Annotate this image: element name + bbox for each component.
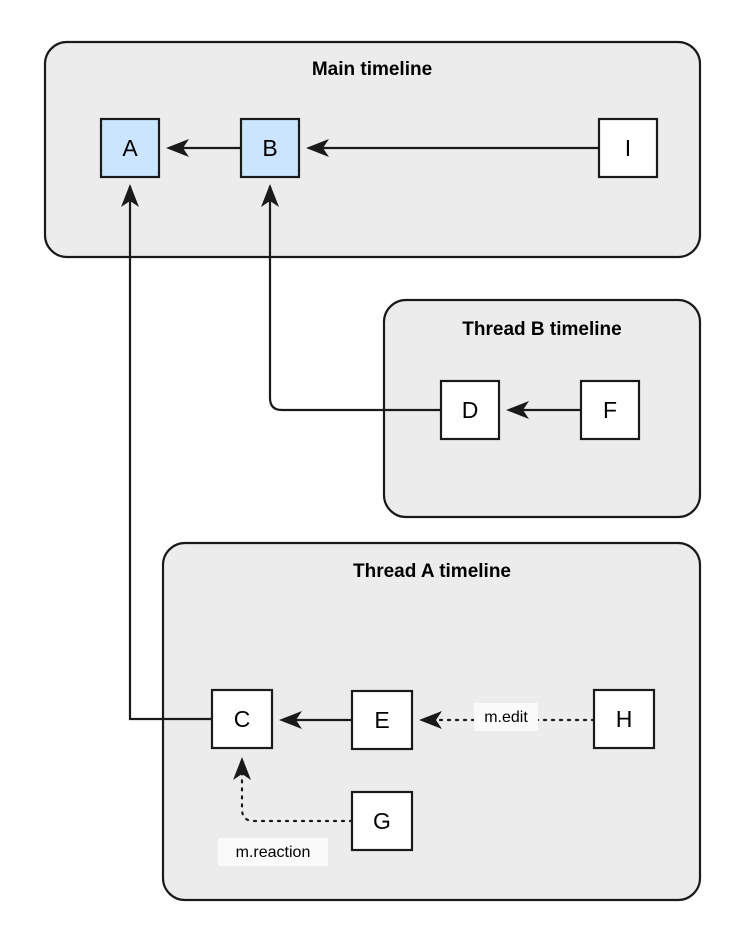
edge-g-to-c[interactable] xyxy=(240,757,354,823)
group-thread-b-timeline[interactable]: Thread B timeline xyxy=(382,298,702,519)
node-e-rect[interactable] xyxy=(350,689,414,751)
edge-c-to-a[interactable] xyxy=(128,186,212,721)
node-h-rect[interactable] xyxy=(592,688,656,750)
node-g-rect[interactable] xyxy=(350,790,414,852)
edge-label-m-reaction-text: m.reaction xyxy=(236,844,311,861)
arrowhead-b-to-a xyxy=(166,139,189,157)
node-b-label: B xyxy=(262,135,277,161)
edge-label-m-reaction: m.reaction xyxy=(218,838,328,866)
node-b[interactable]: B xyxy=(239,117,301,179)
node-a-rect[interactable] xyxy=(99,117,161,179)
node-i-rect[interactable] xyxy=(597,117,659,179)
node-e[interactable]: E xyxy=(350,689,414,751)
arrowhead-i-to-b xyxy=(306,139,329,157)
group-containers: Main timeline Thread B timeline Thread A… xyxy=(43,40,702,902)
group-main-timeline-rect[interactable] xyxy=(43,40,702,259)
arrowhead-c-to-a xyxy=(121,184,139,207)
edge-label-m-reaction-bg xyxy=(218,838,328,866)
node-f[interactable]: F xyxy=(579,379,641,441)
nodes: A B I D F C xyxy=(99,117,659,852)
node-d[interactable]: D xyxy=(439,379,501,441)
edge-label-m-edit: m.edit xyxy=(474,703,538,731)
node-a-label: A xyxy=(122,135,138,161)
node-d-label: D xyxy=(462,397,479,423)
node-f-rect[interactable] xyxy=(579,379,641,441)
edge-d-to-b[interactable] xyxy=(268,186,441,412)
node-e-label: E xyxy=(374,707,389,733)
edge-label-m-edit-text: m.edit xyxy=(484,709,528,726)
node-g[interactable]: G xyxy=(350,790,414,852)
node-i-label: I xyxy=(625,135,631,161)
group-thread-b-timeline-rect[interactable] xyxy=(382,298,702,519)
edges xyxy=(128,146,599,823)
node-h[interactable]: H xyxy=(592,688,656,750)
node-d-rect[interactable] xyxy=(439,379,501,441)
group-thread-a-timeline-title: Thread A timeline xyxy=(353,561,511,582)
arrowhead-d-to-b xyxy=(261,184,279,207)
node-f-label: F xyxy=(603,397,617,423)
arrowheads xyxy=(121,139,529,780)
node-c-label: C xyxy=(234,706,251,732)
node-h-label: H xyxy=(616,706,633,732)
node-a[interactable]: A xyxy=(99,117,161,179)
edge-label-m-edit-bg xyxy=(474,703,538,731)
node-c-rect[interactable] xyxy=(210,688,274,750)
group-thread-b-timeline-title: Thread B timeline xyxy=(462,319,621,340)
node-c[interactable]: C xyxy=(210,688,274,750)
node-g-label: G xyxy=(373,808,391,834)
node-b-rect[interactable] xyxy=(239,117,301,179)
group-main-timeline-title: Main timeline xyxy=(312,59,432,80)
arrowhead-g-to-c xyxy=(233,757,251,780)
arrowhead-f-to-d xyxy=(506,401,529,419)
arrowhead-h-to-e xyxy=(419,711,442,729)
node-i[interactable]: I xyxy=(597,117,659,179)
arrowhead-e-to-c xyxy=(279,711,302,729)
group-main-timeline[interactable]: Main timeline xyxy=(43,40,702,259)
edge-labels: m.edit m.reaction xyxy=(218,703,538,866)
